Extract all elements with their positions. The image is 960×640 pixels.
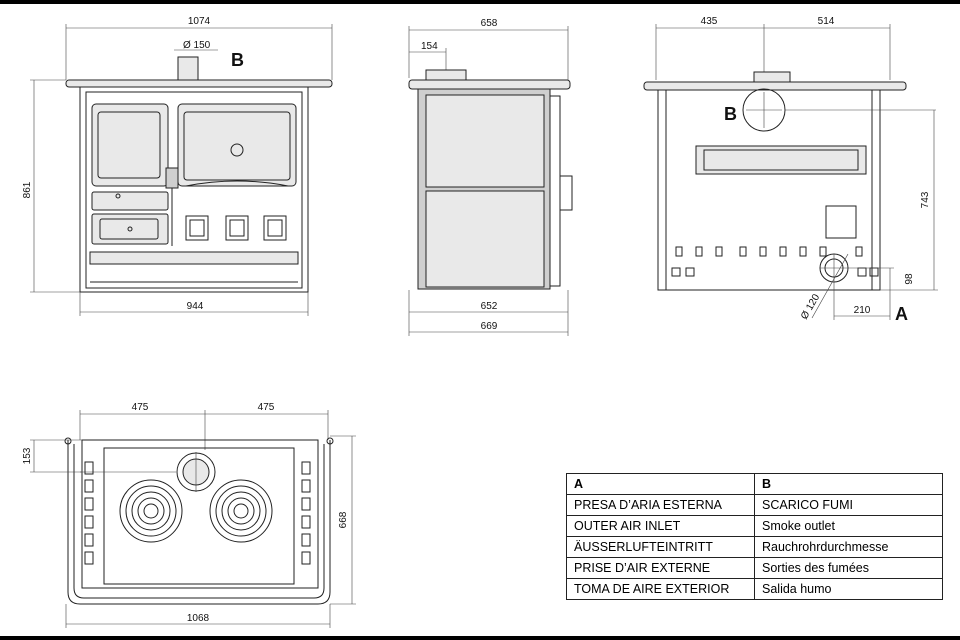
dim-top-right: 475 [258, 402, 275, 413]
dim-side-depth: 658 [481, 18, 498, 29]
dim-back-left: 435 [701, 16, 718, 27]
legend-table: A B PRESA D’ARIA ESTERNA SCARICO FUMI OU… [566, 473, 943, 600]
legend-row: PRESA D’ARIA ESTERNA SCARICO FUMI [566, 494, 943, 516]
legend-cell-b: Rauchrohrdurchmesse [754, 536, 943, 558]
dim-flue-diameter: Ø 150 [183, 40, 211, 51]
bottom-border [0, 636, 960, 640]
dim-side-depth-base: 669 [481, 321, 498, 332]
dim-height: 861 [22, 181, 33, 198]
side-view: 658 154 652 669 [408, 18, 573, 336]
front-view: 1074 Ø 150 B 861 [22, 16, 333, 316]
legend-row: OUTER AIR INLET Smoke outlet [566, 515, 943, 537]
dim-back-flue-height: 743 [920, 191, 931, 208]
legend-cell-a: PRISE D’AIR EXTERNE [566, 557, 755, 579]
dim-top-flue-depth: 153 [22, 447, 33, 464]
dim-back-air-height: 98 [904, 273, 915, 285]
dim-back-air-offset: 210 [854, 305, 871, 316]
legend-cell-a: OUTER AIR INLET [566, 515, 755, 537]
marker-a-back: A [895, 304, 908, 324]
legend-row: PRISE D’AIR EXTERNE Sorties des fumées [566, 557, 943, 579]
back-view: 435 514 B [643, 16, 938, 324]
dim-front-inner-width: 944 [187, 301, 204, 312]
legend-cell-a: ÄUSSERLUFTEINTRITT [566, 536, 755, 558]
dim-front-width: 1074 [188, 16, 211, 27]
dim-back-right: 514 [818, 16, 835, 27]
dim-top-depth: 668 [338, 511, 349, 528]
legend-row: ÄUSSERLUFTEINTRITT Rauchrohrdurchmesse [566, 536, 943, 558]
legend-cell-b: Salida humo [754, 578, 943, 600]
legend-row: TOMA DE AIRE EXTERIOR Salida humo [566, 578, 943, 600]
legend-header-a: A [566, 473, 755, 495]
legend-cell-a: TOMA DE AIRE EXTERIOR [566, 578, 755, 600]
dim-side-depth-lower: 652 [481, 301, 498, 312]
legend-header-row: A B [566, 473, 943, 495]
top-view: 475 475 [22, 402, 356, 628]
dim-top-left: 475 [132, 402, 149, 413]
dim-back-air-diameter: Ø 120 [799, 292, 822, 321]
top-border [0, 0, 960, 4]
legend-cell-b: Sorties des fumées [754, 557, 943, 579]
legend-cell-b: Smoke outlet [754, 515, 943, 537]
legend-header-b: B [754, 473, 943, 495]
top-side-slots [84, 461, 311, 565]
legend-cell-b: SCARICO FUMI [754, 494, 943, 516]
dim-side-flue-offset: 154 [421, 41, 438, 52]
marker-b-back: B [724, 104, 737, 124]
marker-b-front: B [231, 50, 244, 70]
dim-top-width: 1068 [187, 613, 210, 624]
legend-cell-a: PRESA D’ARIA ESTERNA [566, 494, 755, 516]
